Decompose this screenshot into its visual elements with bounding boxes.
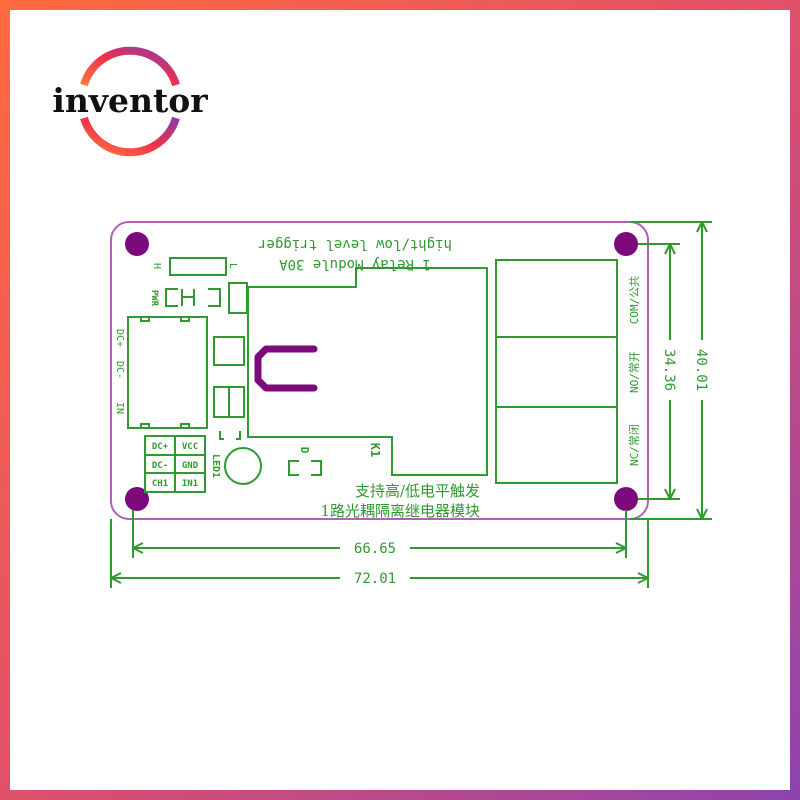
diode-label: D [298, 447, 311, 454]
led1 [224, 447, 262, 485]
dimension-hole-spacing-y: 34.36 [638, 243, 680, 500]
svg-text:IN1: IN1 [182, 479, 198, 489]
led-marker [219, 431, 241, 440]
svg-text:40.01: 40.01 [693, 349, 709, 391]
relay-k1 [247, 267, 488, 476]
smd-component [213, 386, 245, 418]
led1-label: LED1 [210, 454, 221, 478]
terminal-block [495, 259, 618, 484]
relay-coil-marking [254, 345, 318, 392]
diode [288, 460, 322, 476]
transistor [213, 336, 245, 366]
mounting-hole [614, 487, 638, 511]
optocoupler [127, 316, 208, 429]
dimension-board-width: 72.01 [110, 519, 649, 588]
pwr-label: PWR [149, 290, 159, 307]
pin-header: DC+ VCC DC- GND CH1 IN1 [144, 435, 206, 493]
mounting-hole [125, 232, 149, 256]
opto-label-dcplus: DC+ [114, 329, 125, 347]
svg-text:CH1: CH1 [152, 479, 168, 489]
inventor-logo: inventor [52, 46, 208, 157]
resistor [169, 257, 227, 276]
cn-description-line1: 支持高/低电平触发 [355, 482, 480, 500]
board-title-line2: 1 Relay Module 30A [279, 256, 431, 272]
dimension-hole-spacing-x: 66.65 [132, 510, 627, 558]
mounting-hole [614, 232, 638, 256]
svg-text:DC+: DC+ [152, 442, 169, 452]
smd-component [228, 282, 248, 314]
terminal-label-nc: NC/常闭 [628, 424, 641, 466]
cn-description-line2: 1路光耦隔离继电器模块 [320, 502, 480, 520]
mounting-hole [125, 487, 149, 511]
svg-text:72.01: 72.01 [354, 571, 396, 587]
resistor-label-h: H [151, 263, 162, 269]
opto-label-in: IN [114, 402, 125, 414]
svg-text:66.65: 66.65 [354, 541, 396, 557]
svg-text:inventor: inventor [52, 81, 208, 120]
svg-text:GND: GND [182, 461, 199, 471]
opto-label-dcminus: DC- [114, 361, 125, 379]
terminal-label-no: NO/常开 [628, 351, 641, 393]
svg-text:DC-: DC- [152, 461, 168, 471]
svg-text:VCC: VCC [182, 442, 198, 452]
pwr-led [165, 288, 221, 307]
board-outline [110, 221, 649, 520]
dimension-board-height: 40.01 [630, 221, 712, 520]
relay-label: K1 [368, 443, 382, 457]
resistor-label-l: L [227, 263, 238, 269]
svg-text:34.36: 34.36 [661, 349, 677, 391]
terminal-label-com: COM/公共 [628, 276, 641, 325]
board-title-line1: hight/low level trigger [258, 236, 452, 252]
